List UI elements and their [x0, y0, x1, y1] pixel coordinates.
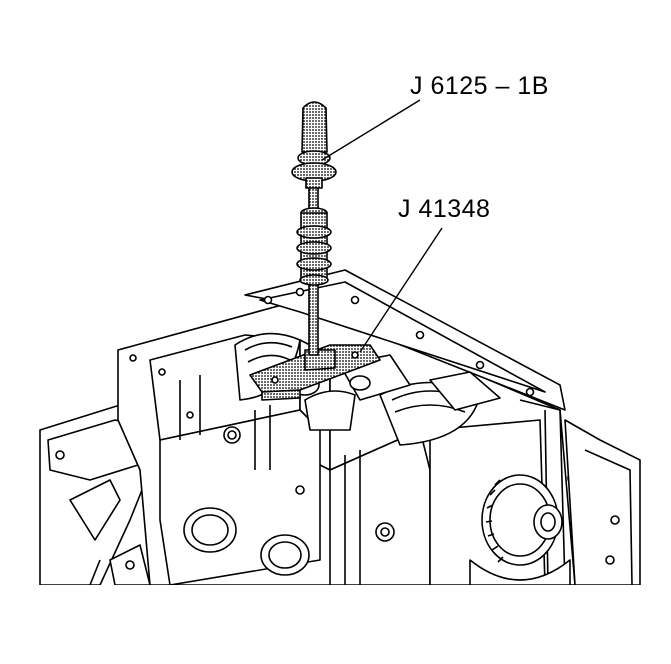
engine-block: [39, 269, 641, 585]
callout-remover-tool: J 41348: [398, 195, 491, 223]
leader-line-slide-hammer: [321, 99, 421, 161]
slide-hammer: [291, 101, 337, 356]
callout-slide-hammer: J 6125 – 1B: [410, 72, 549, 100]
leader-line-remover-tool: [359, 227, 443, 353]
leader-lines: [321, 99, 443, 353]
